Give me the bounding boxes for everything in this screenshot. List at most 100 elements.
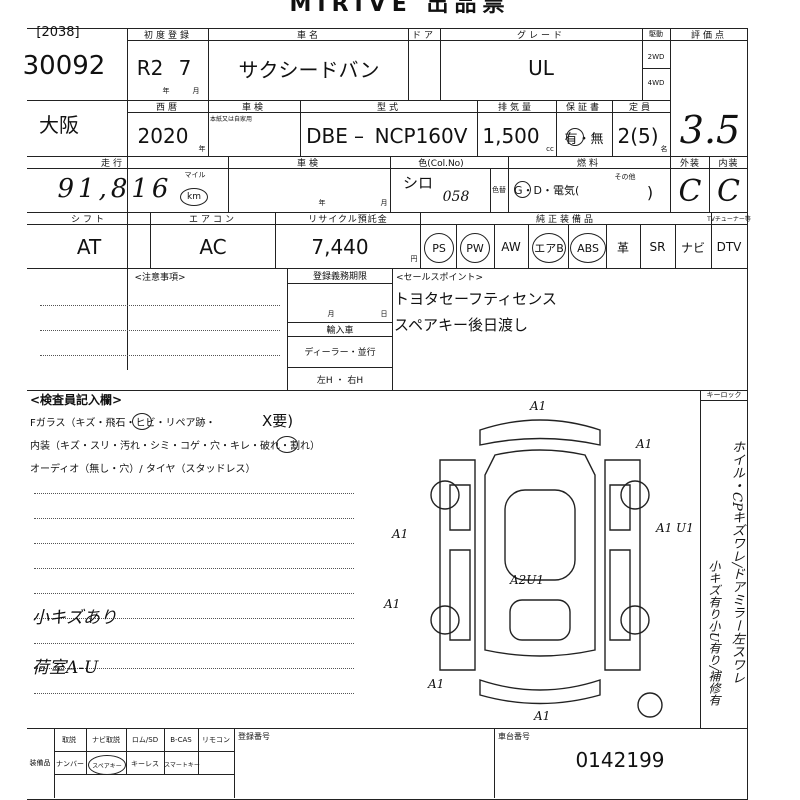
equipment-leather: 革 [616,240,629,255]
year-suffix: 年 [198,145,206,153]
equipment-sunroof: SR [649,240,666,254]
fuel-label: 燃料 [576,158,601,169]
keylock-label: キーロック [706,391,742,399]
damage-mark-left-rear: A1 [384,597,401,611]
first-reg-label: 初度登録 [143,30,192,41]
damage-mark-rear-left: A1 [428,677,445,691]
footer-equipment-label: 装備品 [29,759,51,767]
damage-mark-roof: A2U1 [510,573,545,587]
grade-label: グレード [516,30,565,41]
damage-mark-front-right: A1 [636,437,653,451]
inspector-label: <検査員記入欄> [30,392,123,407]
damage-mark-right-a: A1 [656,521,673,535]
glass-mark: X要) [262,411,294,430]
interior-label: 内装 [718,158,739,169]
shift: AT [76,235,102,259]
footer-item-spare-key: スペアキー [88,755,126,775]
sales-point-2: スペアキー後日渡し [394,315,528,334]
equipment-aw: AW [501,240,521,254]
import-label: 輸入車 [326,325,354,336]
fuel-other: その他 [614,173,636,181]
chassis-number: 0142199 [575,748,665,772]
drive-label: 駆動 [649,30,663,38]
eval-label: 評価点 [690,30,727,41]
drive-4wd: 4WD [647,79,665,87]
equipment-pw: PW [460,233,490,263]
ac-label: エアコン [188,214,237,225]
displacement-label: 排気量 [497,102,534,113]
month-unit: 月 [192,87,200,95]
sales-point-1: トヨタセーフティセンス [394,289,557,308]
equipment-navi: ナビ [680,240,705,255]
footer-item-navi-manual: ナビ取説 [92,736,120,744]
tv-tuner-label: TVチューナー等 [707,215,751,223]
inspection-label: 車検 [241,102,266,113]
car-body-diagram [430,419,663,718]
equipment-ps: PS [424,233,454,263]
warranty-circle-mark [566,128,584,146]
recycle-label: リサイクル預託金 [308,214,388,225]
displacement: 1,500 [482,124,540,148]
equipment-label: 純正装備品 [535,214,596,225]
first-reg-month: 7 [178,56,192,80]
interior-line: 内装（キズ・スリ・汚れ・シミ・コゲ・穴・キレ・破れ・割れ） [30,440,320,452]
color-label: 色(Col.No) [418,158,464,169]
model-code: NCP160V [374,124,468,148]
mileage-unit: km [180,188,208,206]
handle-side: 左H ・ 右H [316,375,364,386]
registration-deadline-label: 登録義務期限 [312,271,367,282]
displacement-unit: cc [546,145,554,153]
year-unit: 年 [162,87,170,95]
inspection-date-label: 車検 [296,158,321,169]
interior-grade: C [717,173,740,209]
drive-2wd: 2WD [647,53,665,61]
color-change-label: 色替 [492,186,506,194]
recycle-fee: 7,440 [311,235,369,259]
footer-item-remote: リモコン [202,736,230,744]
sales-points-label: <セールスポイント> [396,272,484,283]
location: 大阪 [39,112,79,137]
import-dealer: ディーラー・並行 [304,347,376,358]
fuel-close: ) [646,182,654,202]
model-label: 型式 [376,102,401,113]
recycle-unit: 円 [410,255,418,263]
capacity-unit: 名 [660,145,668,153]
side-notes-1: ホイル・CPキズワレ/ドアミラー左スワレ [729,440,744,685]
audio-line: オーディオ（無し・穴）/ タイヤ（スタッドレス） [30,463,256,475]
color-number: 058 [442,189,470,205]
first-reg-era: R2 [136,56,164,80]
lot-code: [2038] [36,24,80,40]
color: シロ [402,173,433,192]
glass-line: Fガラス（キズ・飛石・ヒビ・リペア跡・ [30,417,216,429]
inspection-month-unit: 月 [380,199,388,207]
car-name: サクシードバン [238,57,380,82]
glass-chip-circle [132,413,152,430]
model-prefix: DBE [306,124,348,148]
mileage: 91,816 [57,174,173,204]
inspector-note-1: 小キズあり [32,607,117,628]
inspector-note-2: 荷室A-U [32,657,99,678]
footer-item-rom-sd: ロム/SD [131,736,159,744]
footer-item-bcas: B-CAS [170,736,192,744]
capacity: 2(5) [617,124,659,148]
model-year: 2020 [137,124,189,148]
footer-item-manual: 取説 [62,736,76,744]
caution-label: <注意事項> [134,272,186,283]
inspection-year-unit: 年 [318,199,326,207]
equipment-airbag: エアB [532,233,566,263]
lot-number: 30092 [22,51,106,81]
deadline-month-unit: 月 [327,310,335,318]
footer-item-smart-key: スマートキー [164,761,200,769]
car-name-label: 車名 [296,30,321,41]
equipment-abs: ABS [570,233,606,263]
damage-mark-right-u: U1 [676,521,694,535]
model-separator: – [354,124,364,148]
warranty-label: 保証書 [565,102,602,113]
capacity-label: 定員 [628,102,653,113]
side-notes-2: 小キズ有り小U有り/補修有 [707,560,721,707]
deadline-day-unit: 日 [380,310,388,318]
inspection-note: 本紙又は自家用 [210,115,253,123]
shift-label: シフト [70,214,107,225]
exterior-grade: C [678,173,702,209]
mileage-label: 走行 [100,158,125,169]
